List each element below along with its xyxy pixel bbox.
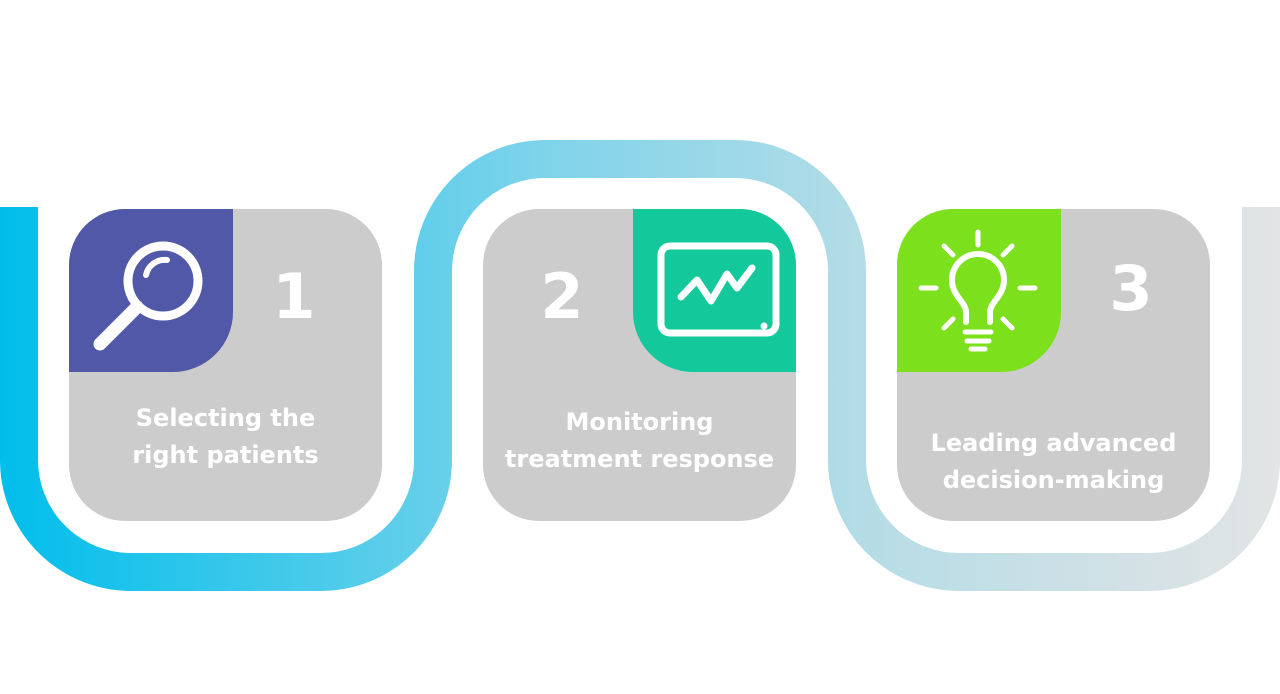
step-3-icon-tab [897,209,1061,372]
step-3-label-line-1: Leading advanced [930,429,1177,457]
lightbulb-icon [918,229,1038,352]
step-card-1 [69,209,382,521]
step-card-2 [483,209,796,521]
step-1-icon-tab [69,209,233,372]
step-1-label-line-1: Selecting the [135,404,316,432]
step-1-label-line-2: right patients [132,441,319,469]
magnifier-icon [93,241,203,351]
step-2-number: 2 [540,260,584,333]
step-3-label: Leading advanced decision-making [897,425,1210,499]
step-2-label: Monitoring treatment response [483,404,796,478]
step-1-label: Selecting the right patients [69,400,382,474]
step-2-label-line-1: Monitoring [565,408,714,436]
monitor-chart-icon [657,242,780,337]
step-1-number: 1 [272,260,316,333]
step-3-label-line-2: decision-making [942,466,1165,494]
step-3-number: 3 [1109,252,1153,325]
step-2-label-line-2: treatment response [504,445,775,473]
step-card-3 [897,209,1210,521]
connector-path [0,140,1280,591]
